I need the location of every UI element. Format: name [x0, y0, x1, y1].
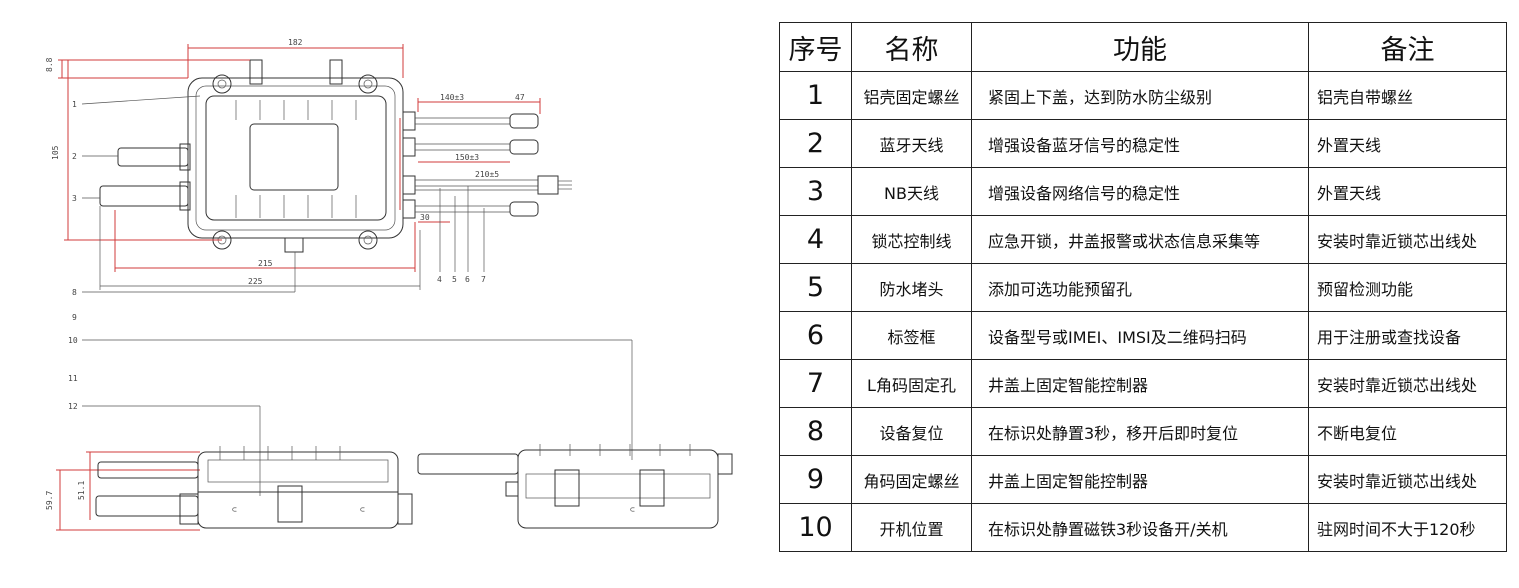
cell-name: L角码固定孔: [851, 359, 972, 408]
reference-lines: [99, 206, 421, 290]
cell-name: 角码固定螺丝: [851, 455, 972, 504]
callout-9: 9: [72, 313, 77, 322]
cell-no: 5: [779, 263, 852, 312]
table-row: 6 标签框 设备型号或IMEI、IMSI及二维码扫码 用于注册或查找设备: [779, 311, 1507, 360]
cell-name: 开机位置: [851, 503, 972, 552]
cell-func: 紧固上下盖，达到防水防尘级别: [971, 71, 1309, 120]
cell-no: 1: [779, 71, 852, 120]
cell-no: 10: [779, 503, 852, 552]
cell-name: 设备复位: [851, 407, 972, 456]
cell-name: NB天线: [851, 167, 972, 216]
cell-no: 7: [779, 359, 852, 408]
callout-5: 5: [452, 275, 457, 284]
spec-table: 序号 名称 功能 备注 1 铝壳固定螺丝 紧固上下盖，达到防水防尘级别 铝壳自带…: [779, 22, 1507, 552]
cell-func: 应急开锁，井盖报警或状态信息采集等: [971, 215, 1309, 264]
callout-2: 2: [72, 152, 77, 161]
callout-10: 10: [68, 336, 78, 345]
cell-name: 锁芯控制线: [851, 215, 972, 264]
cell-note: 外置天线: [1308, 167, 1507, 216]
cell-func: 添加可选功能预留孔: [971, 263, 1309, 312]
dim-bottom-b: 225: [248, 277, 263, 286]
cell-func: 井盖上固定智能控制器: [971, 359, 1309, 408]
table-row: 1 铝壳固定螺丝 紧固上下盖，达到防水防尘级别 铝壳自带螺丝: [779, 71, 1507, 120]
callout-12: 12: [68, 402, 78, 411]
dim-top-width: 182: [288, 38, 303, 47]
cell-func: 在标识处静置3秒，移开后即时复位: [971, 407, 1309, 456]
table-row: 9 角码固定螺丝 井盖上固定智能控制器 安装时靠近锁芯出线处: [779, 455, 1507, 504]
header-func: 功能: [971, 22, 1309, 72]
cell-no: 6: [779, 311, 852, 360]
dim-side-h1: 59.7: [45, 491, 54, 510]
side-view-mark-a: ⊂: [232, 505, 237, 514]
cell-func: 增强设备网络信号的稳定性: [971, 167, 1309, 216]
cell-func: 设备型号或IMEI、IMSI及二维码扫码: [971, 311, 1309, 360]
cell-no: 9: [779, 455, 852, 504]
cell-note: 铝壳自带螺丝: [1308, 71, 1507, 120]
technical-drawing: 182 8.8 105 140±3 47 150±3 210±5 30 215 …: [45, 38, 733, 531]
cell-name: 蓝牙天线: [851, 119, 972, 168]
cell-name: 铝壳固定螺丝: [851, 71, 972, 120]
cell-note: 外置天线: [1308, 119, 1507, 168]
header-name: 名称: [851, 22, 972, 72]
cell-name: 防水堵头: [851, 263, 972, 312]
cell-func: 井盖上固定智能控制器: [971, 455, 1309, 504]
callout-3: 3: [72, 194, 77, 203]
header-no: 序号: [779, 22, 852, 72]
callout-11: 11: [68, 374, 78, 383]
table-header-row: 序号 名称 功能 备注: [779, 22, 1507, 72]
callout-8: 8: [72, 288, 77, 297]
callout-4: 4: [437, 275, 442, 284]
dim-bottom-a: 215: [258, 259, 273, 268]
table-row: 5 防水堵头 添加可选功能预留孔 预留检测功能: [779, 263, 1507, 312]
cell-no: 8: [779, 407, 852, 456]
dim-cable-a: 140±3: [440, 93, 464, 102]
callouts-left: 1 2 3 8 9 10 11 12: [68, 95, 633, 496]
cell-note: 驻网时间不大于120秒: [1308, 503, 1507, 552]
side-view-mark-b: ⊂: [360, 505, 365, 514]
side-view-right: ⊂: [417, 444, 733, 529]
table-row: 10 开机位置 在标识处静置磁铁3秒设备开/关机 驻网时间不大于120秒: [779, 503, 1507, 552]
cell-no: 4: [779, 215, 852, 264]
cell-func: 增强设备蓝牙信号的稳定性: [971, 119, 1309, 168]
callout-6: 6: [465, 275, 470, 284]
dim-left-depth: 8.8: [45, 57, 54, 72]
dim-cable-b: 47: [515, 93, 525, 102]
cell-no: 2: [779, 119, 852, 168]
dim-side-h2: 51.1: [77, 481, 86, 500]
dim-cable-d: 210±5: [475, 170, 499, 179]
dimension-lines: [56, 44, 541, 531]
callout-1: 1: [72, 100, 77, 109]
cell-note: 安装时靠近锁芯出线处: [1308, 215, 1507, 264]
dim-cable-c: 150±3: [455, 153, 479, 162]
side-view-mark-c: ⊂: [630, 505, 635, 514]
cell-func: 在标识处静置磁铁3秒设备开/关机: [971, 503, 1309, 552]
side-view-left: ⊂ ⊂: [95, 446, 413, 529]
header-note: 备注: [1308, 22, 1507, 72]
callout-7: 7: [481, 275, 486, 284]
table-row: 7 L角码固定孔 井盖上固定智能控制器 安装时靠近锁芯出线处: [779, 359, 1507, 408]
table-row: 8 设备复位 在标识处静置3秒，移开后即时复位 不断电复位: [779, 407, 1507, 456]
table-row: 4 锁芯控制线 应急开锁，井盖报警或状态信息采集等 安装时靠近锁芯出线处: [779, 215, 1507, 264]
dim-left-height: 105: [51, 145, 60, 160]
cell-note: 用于注册或查找设备: [1308, 311, 1507, 360]
table-row: 2 蓝牙天线 增强设备蓝牙信号的稳定性 外置天线: [779, 119, 1507, 168]
cell-no: 3: [779, 167, 852, 216]
cell-note: 安装时靠近锁芯出线处: [1308, 359, 1507, 408]
dim-cable-e: 30: [420, 213, 430, 222]
top-view: [99, 59, 572, 253]
cell-name: 标签框: [851, 311, 972, 360]
callouts-bottom: 4 5 6 7: [437, 186, 486, 284]
table-row: 3 NB天线 增强设备网络信号的稳定性 外置天线: [779, 167, 1507, 216]
cell-note: 预留检测功能: [1308, 263, 1507, 312]
cell-note: 安装时靠近锁芯出线处: [1308, 455, 1507, 504]
cell-note: 不断电复位: [1308, 407, 1507, 456]
